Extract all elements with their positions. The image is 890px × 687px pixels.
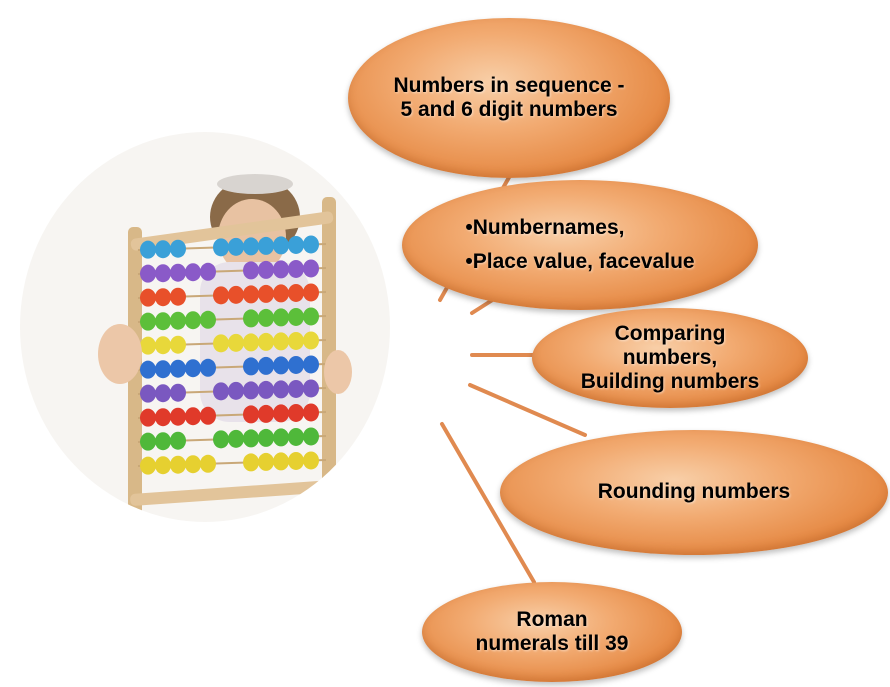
connector-4	[468, 383, 587, 437]
child-with-abacus-image	[20, 132, 390, 522]
topic-roman-numerals: Roman numerals till 39	[422, 582, 682, 682]
topic-5-line-1: Roman	[516, 607, 588, 631]
topic-1-line-2: 5 and 6 digit numbers	[400, 98, 618, 121]
topic-3-line-3: Building numbers	[580, 370, 760, 394]
topic-numbernames-place-value: •Numbernames, •Place value, facevalue	[402, 180, 758, 310]
topic-rounding-numbers: Rounding numbers	[500, 430, 888, 555]
topic-2-line-1: •Numbernames,	[465, 215, 625, 239]
topic-comparing-building-numbers: Comparing numbers, Building numbers	[532, 308, 808, 408]
abacus-icon	[98, 174, 352, 522]
topic-2-line-2: •Place value, facevalue	[465, 250, 695, 273]
topic-1-line-1: Numbers in sequence -	[393, 73, 625, 97]
topic-3-line-1: Comparing	[614, 321, 726, 345]
topic-4-line-1: Rounding numbers	[597, 480, 791, 504]
topic-numbers-in-sequence: Numbers in sequence - 5 and 6 digit numb…	[348, 18, 670, 178]
topic-5-line-2: numerals till 39	[475, 632, 629, 655]
topic-3-line-2: numbers,	[622, 345, 718, 369]
connector-5	[440, 422, 536, 584]
